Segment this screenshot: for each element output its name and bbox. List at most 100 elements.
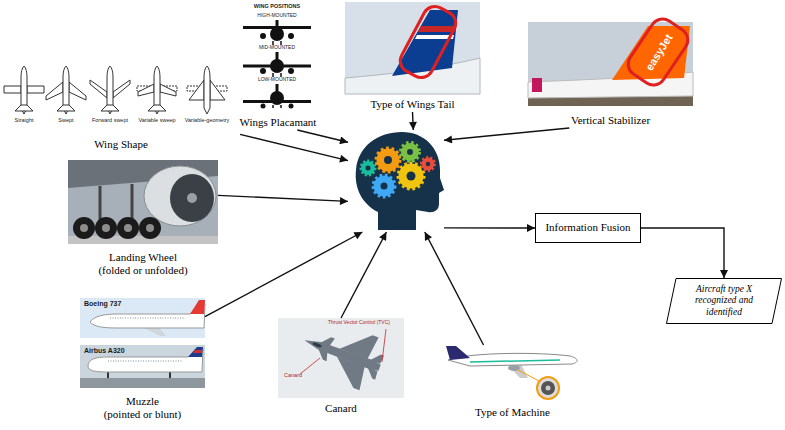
- node-label: Type of Machine: [475, 406, 550, 420]
- wing-type-label: Swept: [58, 117, 73, 123]
- stabilizer-photo: [528, 14, 693, 106]
- brain-node: [348, 130, 444, 232]
- illustration-part: [532, 78, 542, 92]
- node-label: Landing Wheel: [109, 251, 177, 265]
- output-parallelogram: Aircraft type X recognized and identifie…: [666, 278, 782, 324]
- position-label: HIGH-MOUNTED: [257, 13, 296, 19]
- node-label: (pointed or blunt): [104, 408, 182, 422]
- illustration-part: [187, 193, 197, 203]
- illustration-part: [68, 236, 218, 244]
- illustration-part: [80, 224, 88, 232]
- illustration-part: [68, 160, 218, 244]
- illustration-part: [110, 318, 185, 319]
- input-figure: Landing Wheel(folded or unfolded): [68, 160, 218, 278]
- illustration-part: [144, 166, 216, 226]
- illustration-part: [300, 329, 386, 374]
- wing-position-icons: [243, 20, 311, 109]
- illustration-part: [243, 84, 311, 109]
- illustration-part: [401, 143, 419, 161]
- illustration-part: [101, 105, 119, 111]
- illustration-part: [288, 68, 294, 74]
- figure-title: WING POSITIONS: [254, 3, 300, 9]
- illustration-part: [108, 372, 170, 378]
- flow-arrow: [341, 232, 386, 318]
- illustration-part: [418, 26, 455, 32]
- position-label: LOW-MOUNTED: [258, 77, 296, 83]
- wing-type-label: Straight: [15, 117, 34, 123]
- illustration-part: [170, 174, 214, 222]
- input-figure: Muzzle(pointed or blunt): [80, 298, 205, 422]
- illustration-part: [117, 217, 139, 239]
- illustration-part: [278, 318, 404, 398]
- illustration-part: [80, 378, 205, 388]
- wing-type-label: Variable-geometry: [185, 117, 230, 123]
- node-label: Information Fusion: [545, 221, 630, 235]
- illustration-part: [80, 298, 205, 338]
- engine-photo: [446, 346, 577, 399]
- illustration-part: [124, 224, 132, 232]
- wing-shape-icons: [4, 66, 227, 114]
- illustration-part: [366, 166, 371, 171]
- illustration-part: [288, 33, 294, 39]
- illustration-part: [356, 132, 444, 230]
- illustration-part: [270, 27, 284, 41]
- illustration-part: [374, 176, 395, 197]
- illustration-part: [612, 26, 690, 80]
- muzzle-photos: [80, 298, 205, 388]
- illustration-part: [446, 346, 470, 360]
- illustration-part: [541, 381, 555, 395]
- illustration-part: [148, 105, 166, 111]
- illustration-part: [90, 304, 205, 328]
- illustration-part: [108, 361, 183, 362]
- flow-arrow: [425, 232, 484, 345]
- canard-photo: [278, 314, 404, 398]
- photo-caption: Boeing 737: [84, 300, 121, 308]
- flow-arrow: [297, 130, 348, 142]
- illustration-part: [345, 2, 480, 94]
- illustration-part: [260, 68, 266, 74]
- input-figure: Canard: [278, 318, 404, 416]
- process-box: Information Fusion: [535, 213, 641, 243]
- illustration-part: [270, 59, 284, 73]
- illustration-part: [537, 377, 559, 399]
- illustration-part: [448, 353, 577, 366]
- input-figure: Type of Wings Tail: [345, 2, 480, 112]
- illustration-part: [102, 224, 110, 232]
- illustration-part: [518, 370, 541, 382]
- illustration-part: [396, 2, 460, 82]
- illustration-part: [260, 33, 266, 39]
- photo-caption: Airbus A320: [84, 347, 125, 355]
- input-figure: Wings Placamant: [240, 2, 317, 130]
- illustration-part: [407, 172, 416, 181]
- flow-arrow: [444, 227, 535, 229]
- parallelogram-shape: [667, 279, 782, 324]
- illustration-part: [190, 300, 205, 314]
- illustration-part: [80, 345, 205, 388]
- illustration-part: [139, 217, 161, 239]
- illustration-part: [377, 149, 400, 172]
- wing-type-label: Forward swept: [92, 117, 128, 123]
- callout-text: Thrust Vector Control (TVC): [328, 320, 390, 326]
- illustration-part: [546, 386, 551, 391]
- illustration-part: [303, 336, 381, 372]
- wing-type-label: Variable sweep: [138, 117, 175, 123]
- input-figure: Type of Machine: [440, 345, 585, 420]
- node-label: Aircraft type X recognized and identifie…: [680, 284, 768, 318]
- illustration-part: [193, 350, 202, 353]
- illustration-part: [243, 20, 311, 45]
- illustration-part: [261, 104, 266, 109]
- input-figure: Wing Shape: [2, 64, 240, 152]
- node-label: Vertical Stabilizer: [571, 114, 650, 128]
- illustration-part: [422, 158, 435, 171]
- illustration-part: [204, 66, 210, 114]
- illustration-part: [100, 184, 132, 222]
- node-label: Wing Shape: [94, 138, 148, 152]
- illustration-part: [528, 22, 693, 106]
- illustration-part: [243, 52, 311, 77]
- illustration-part: [624, 14, 693, 89]
- illustration-part: [137, 66, 177, 114]
- illustration-part: [361, 161, 375, 175]
- illustration-part: [46, 66, 86, 114]
- flow-arrow: [412, 112, 414, 130]
